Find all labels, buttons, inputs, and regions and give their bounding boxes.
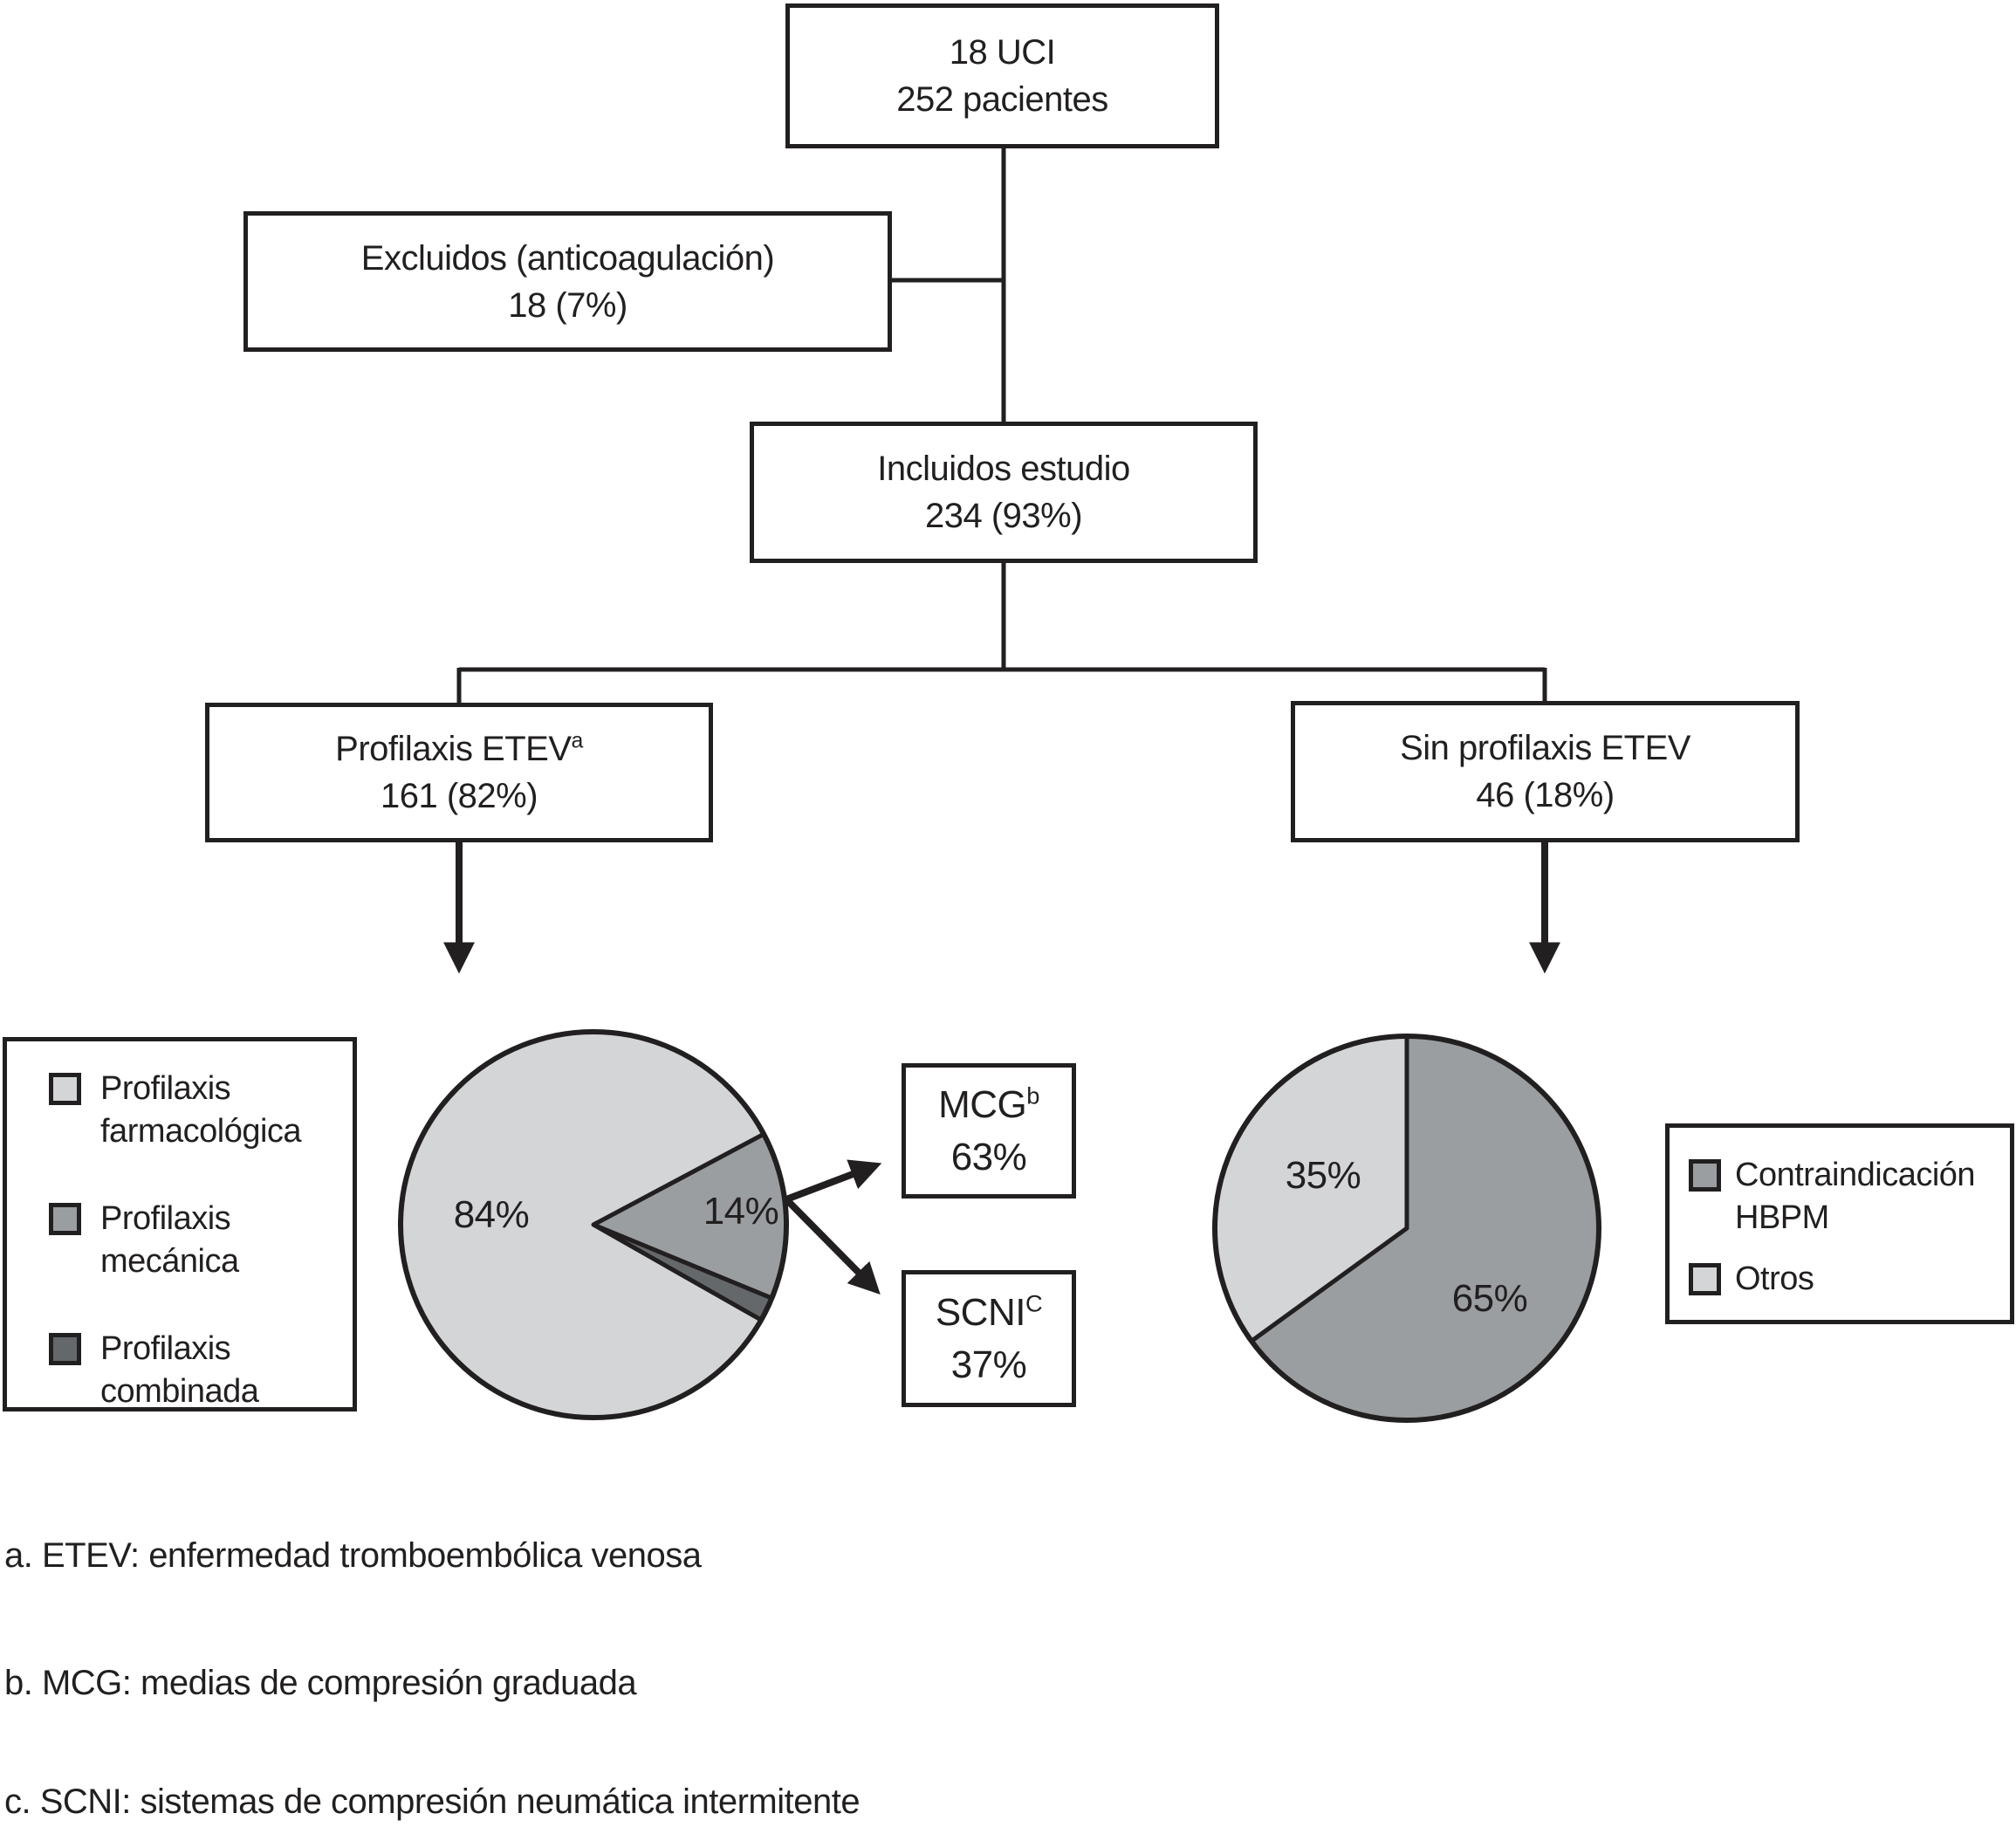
box-prophylaxis-line2: 161 (82%) xyxy=(380,777,538,815)
pie-outline xyxy=(398,1029,789,1420)
legend-label-combinada: Profilaxis combinada xyxy=(100,1329,259,1410)
box-mcg-line2: 63% xyxy=(950,1135,1027,1178)
footnote-b: b. MCG: medias de compresión graduada xyxy=(4,1664,637,1702)
box-excluded: Excluidos (anticoagulación) 18 (7%) xyxy=(243,211,892,352)
box-included-line1: Incluidos estudio xyxy=(877,450,1130,488)
box-included: Incluidos estudio 234 (93%) xyxy=(750,422,1258,563)
pie-chart-prophylaxis-types xyxy=(398,1029,789,1420)
legend-label-farmacologica: Profilaxis farmacológica xyxy=(100,1070,302,1150)
legend-item-otros: Otros xyxy=(1689,1258,2001,1301)
box-total-icus-line1: 18 UCI xyxy=(949,33,1056,72)
box-excluded-line1: Excluidos (anticoagulación) xyxy=(360,238,775,278)
box-mcg-line1: MCG xyxy=(938,1083,1027,1127)
box-scni: SCNIC 37% xyxy=(902,1270,1076,1407)
legend-label-mecanica: Profilaxis mecánica xyxy=(100,1199,239,1281)
pie-label-otros-pct: 35% xyxy=(1285,1154,1361,1197)
box-included-line2: 234 (93%) xyxy=(924,497,1083,535)
legend-label-otros: Otros xyxy=(1735,1260,1814,1297)
swatch-contraindicacion-hbpm xyxy=(1689,1159,1721,1192)
swatch-otros xyxy=(1689,1262,1721,1295)
box-excluded-line2: 18 (7%) xyxy=(508,285,627,325)
legend-item-farmacologica: Profilaxis farmacológica xyxy=(49,1068,344,1154)
box-no-prophylaxis-line1: Sin profilaxis ETEV xyxy=(1400,729,1690,767)
legend-item-combinada: Profilaxis combinada xyxy=(49,1328,344,1414)
swatch-profilaxis-combinada xyxy=(49,1332,81,1365)
pie-label-farmacologica-pct: 84% xyxy=(453,1193,530,1236)
arrow-pie-to-scni xyxy=(784,1197,881,1295)
legend-item-mecanica: Profilaxis mecánica xyxy=(49,1198,344,1284)
swatch-profilaxis-mecanica xyxy=(49,1202,81,1235)
box-total-icus: 18 UCI 252 pacientes xyxy=(785,3,1219,148)
pie-outline xyxy=(1212,1034,1601,1423)
pie-chart-no-prophylaxis-reasons xyxy=(1212,1034,1601,1423)
footnote-marker-b: b xyxy=(1026,1082,1039,1109)
footnote-marker-a: a xyxy=(571,729,584,753)
box-scni-line2: 37% xyxy=(950,1343,1027,1386)
box-prophylaxis: Profilaxis ETEVa 161 (82%) xyxy=(205,703,713,842)
footnote-c: c. SCNI: sistemas de compresión neumátic… xyxy=(4,1782,861,1821)
box-prophylaxis-line1: Profilaxis ETEV xyxy=(335,730,572,768)
legend-left-pie: Profilaxis farmacológica Profilaxis mecá… xyxy=(3,1037,357,1411)
box-total-icus-line2: 252 pacientes xyxy=(896,80,1108,119)
pie-label-contraindicacion-pct: 65% xyxy=(1451,1277,1528,1320)
legend-label-contraindicacion: Contraindicación HBPM xyxy=(1735,1157,1976,1237)
box-no-prophylaxis-line2: 46 (18%) xyxy=(1476,776,1615,814)
legend-item-contraindicacion: Contraindicación HBPM xyxy=(1689,1154,2001,1240)
swatch-profilaxis-farmacologica xyxy=(49,1073,81,1105)
pie-label-mecanica-pct: 14% xyxy=(703,1190,779,1233)
box-no-prophylaxis: Sin profilaxis ETEV 46 (18%) xyxy=(1291,701,1800,842)
box-scni-line1: SCNI xyxy=(935,1291,1026,1335)
box-mcg: MCGb 63% xyxy=(902,1063,1076,1199)
arrow-pie-to-mcg xyxy=(785,1159,882,1203)
legend-right-pie: Contraindicación HBPM Otros xyxy=(1665,1123,2014,1324)
footnote-a: a. ETEV: enfermedad tromboembólica venos… xyxy=(4,1536,702,1575)
footnote-marker-c: C xyxy=(1025,1289,1043,1317)
